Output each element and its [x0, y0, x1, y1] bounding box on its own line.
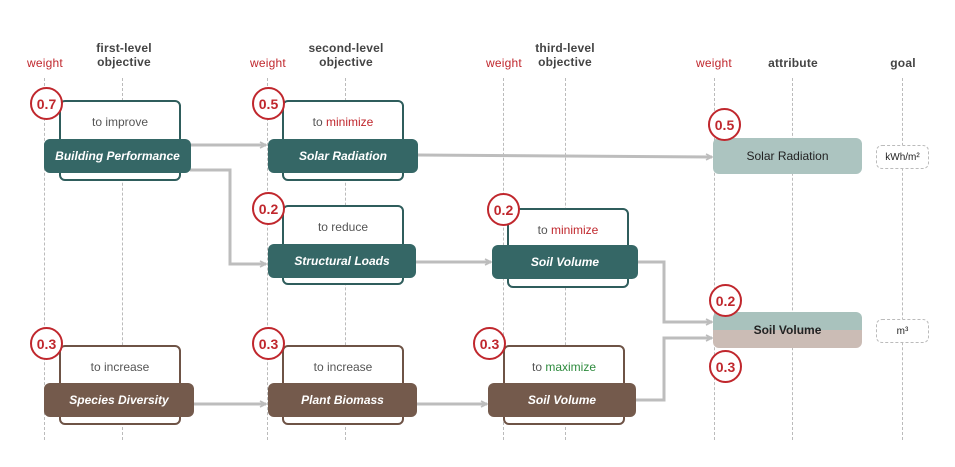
- arrow-sr-to-attr: [417, 155, 712, 157]
- arrow-svmin-to-attr: [638, 260, 712, 322]
- weight-badge: 0.2: [709, 284, 742, 317]
- species-diversity-node[interactable]: Species Diversity: [44, 383, 194, 417]
- guide-line: [122, 78, 123, 440]
- building-performance-verb: to improve: [91, 115, 149, 129]
- weight-badge: 0.3: [30, 327, 63, 360]
- solar-radiation-node[interactable]: Solar Radiation: [268, 139, 418, 173]
- structural-loads-verb: to reduce: [317, 220, 369, 234]
- weight-header-3: weight: [486, 56, 522, 70]
- attribute-header: attribute: [768, 56, 818, 70]
- weight-badge: 0.3: [473, 327, 506, 360]
- plant-biomass-verb: to increase: [313, 360, 373, 374]
- goal-header: goal: [890, 56, 916, 70]
- weight-badge: 0.5: [252, 87, 285, 120]
- soil-volume-min-verb: to minimize: [537, 223, 599, 237]
- third-level-objective-header: third-level objective: [520, 41, 610, 69]
- first-level-header-line1: first-level: [96, 41, 152, 55]
- weight-badge: 0.7: [30, 87, 63, 120]
- arrow-svmax-to-attr: [636, 338, 712, 402]
- soil-volume-max-verb: to maximize: [531, 360, 596, 374]
- weight-badge: 0.3: [252, 327, 285, 360]
- species-diversity-verb: to increase: [90, 360, 150, 374]
- guide-line: [267, 78, 268, 440]
- weight-badge: 0.5: [708, 108, 741, 141]
- guide-line: [714, 78, 715, 440]
- weight-badge: 0.2: [487, 193, 520, 226]
- soil-volume-attribute[interactable]: Soil Volume: [713, 312, 862, 348]
- weight-header-4: weight: [696, 56, 732, 70]
- weight-header-2: weight: [250, 56, 286, 70]
- arrow-bp-to-sl: [190, 168, 266, 264]
- first-level-header-line2: objective: [97, 55, 151, 69]
- guide-line: [44, 78, 45, 440]
- first-level-objective-header: first-level objective: [82, 41, 166, 69]
- goal-unit-solar: kWh/m²: [876, 145, 929, 169]
- second-level-header-line1: second-level: [308, 41, 384, 55]
- third-level-header-line2: objective: [538, 55, 592, 69]
- weight-badge: 0.3: [709, 350, 742, 383]
- structural-loads-node[interactable]: Structural Loads: [268, 244, 416, 278]
- guide-line: [902, 78, 903, 440]
- weight-header-1: weight: [27, 56, 63, 70]
- second-level-objective-header: second-level objective: [298, 41, 394, 69]
- goal-unit-soil: m³: [876, 319, 929, 343]
- solar-radiation-attribute[interactable]: Solar Radiation: [713, 138, 862, 174]
- building-performance-node[interactable]: Building Performance: [44, 139, 191, 173]
- soil-volume-max-node[interactable]: Soil Volume: [488, 383, 636, 417]
- third-level-header-line1: third-level: [535, 41, 595, 55]
- weight-badge: 0.2: [252, 192, 285, 225]
- plant-biomass-node[interactable]: Plant Biomass: [268, 383, 417, 417]
- solar-radiation-verb: to minimize: [312, 115, 374, 129]
- guide-line: [792, 78, 793, 440]
- second-level-header-line2: objective: [319, 55, 373, 69]
- soil-volume-min-node[interactable]: Soil Volume: [492, 245, 638, 279]
